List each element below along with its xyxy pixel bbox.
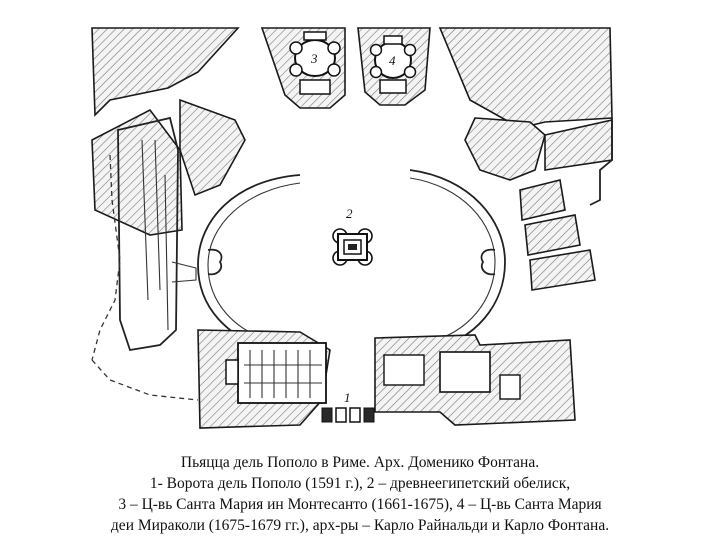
exedra-right <box>409 169 506 351</box>
block-right-upper <box>464 117 546 181</box>
caption-line-3: 3 – Ц-вь Санта Мария ин Монтесанто (1661… <box>118 496 602 513</box>
label-church-miracoli: 4 <box>389 53 396 68</box>
left-inner-path <box>141 139 169 331</box>
lower-right-room <box>383 354 425 386</box>
left-garden-outline <box>117 116 179 352</box>
exedra-left-inner <box>207 182 301 345</box>
label-church-montesanto: 3 <box>310 51 318 66</box>
lower-right-courtyard <box>439 351 491 393</box>
gate-porta-del-popolo: 1 <box>321 390 375 423</box>
church-miracoli-plan: 4 <box>369 35 417 94</box>
block-top-left <box>91 27 240 117</box>
caption-line-2: 1- Ворота дель Пополо (1591 г.), 2 – дре… <box>149 475 571 492</box>
piazza-plan: 3 4 2 <box>91 27 613 429</box>
block-right-step3 <box>524 214 581 256</box>
exedra-left-fountain <box>207 248 223 276</box>
exedra-right-fountain <box>480 248 496 276</box>
label-gate: 1 <box>344 390 351 405</box>
church-popolo-plan <box>225 342 327 404</box>
lower-right-court-small <box>499 374 521 400</box>
right-edge-line <box>589 118 613 206</box>
obelisk: 2 <box>332 206 373 266</box>
caption-line-1: Пьяцца дель Пополо в Риме. Арх. Доменико… <box>180 454 540 471</box>
block-right-step4 <box>529 249 596 291</box>
block-left-outer <box>91 108 183 236</box>
left-dashed-path <box>91 154 121 361</box>
exedra-left <box>197 174 301 353</box>
lower-left-dashed-boundary <box>91 359 199 401</box>
block-right-step1 <box>544 119 613 171</box>
exedra-right-inner <box>409 177 496 343</box>
left-steps <box>171 261 197 283</box>
block-right-step2 <box>519 179 566 221</box>
caption-line-4: деи Мираколи (1675-1679 гг.), арх-ры – К… <box>110 517 610 534</box>
figure-caption: Пьяцца дель Пополо в Риме. Арх. Доменико… <box>0 452 720 540</box>
label-obelisk: 2 <box>346 206 353 221</box>
church-montesanto-plan: 3 <box>289 31 341 95</box>
block-top-right <box>438 27 613 129</box>
block-left-upper <box>179 98 246 197</box>
